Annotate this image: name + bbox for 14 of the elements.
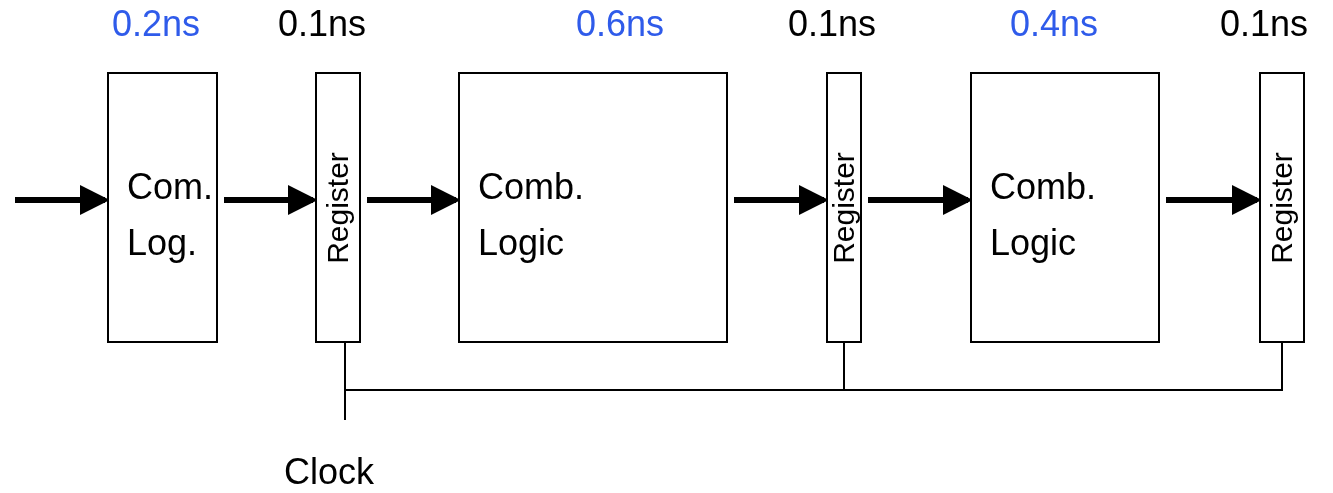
logic-box: Com. Log.	[107, 72, 218, 343]
register-box: Register	[315, 72, 361, 343]
delay-label: 0.2ns	[112, 4, 201, 44]
register-box: Register	[826, 72, 862, 343]
logic-box: Comb. Logic	[970, 72, 1160, 343]
delay-label: 0.1ns	[1220, 4, 1309, 44]
delay-label: 0.4ns	[1010, 4, 1099, 44]
delay-label: 0.6ns	[576, 4, 665, 44]
clock-label: Clock	[276, 420, 386, 490]
clock-line	[344, 342, 1283, 421]
delay-label: 0.1ns	[278, 4, 367, 44]
logic-box: Comb. Logic	[458, 72, 728, 343]
register-box: Register	[1259, 72, 1305, 343]
delay-label: 0.1ns	[788, 4, 877, 44]
